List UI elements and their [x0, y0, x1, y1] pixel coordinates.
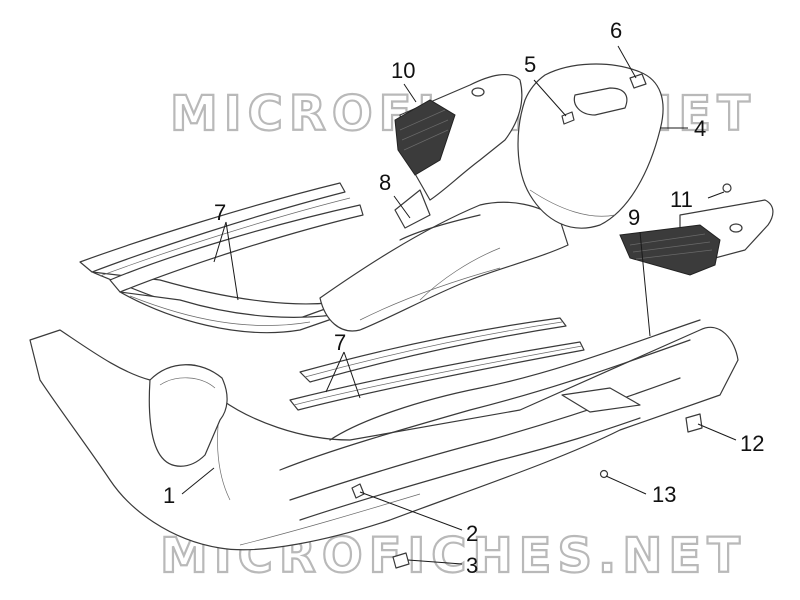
callout-7-center: 7: [334, 330, 346, 355]
part-11-screw: [722, 183, 732, 193]
callout-13: 13: [652, 482, 676, 507]
part-9-rear-step: [619, 199, 774, 276]
callout-5: 5: [524, 52, 536, 77]
callout-3: 3: [466, 553, 478, 578]
part-10-upper-cover: [394, 73, 523, 201]
callout-labels: 1 2 3 4 5 6 7 7 8 9 10 11 12 13: [163, 18, 764, 578]
callout-12: 12: [740, 431, 764, 456]
callout-8: 8: [379, 170, 391, 195]
part-13-screw: [599, 469, 609, 479]
callout-2: 2: [466, 521, 478, 546]
part-6-clip: [629, 73, 647, 89]
part-12-clip: [685, 413, 703, 433]
callout-4: 4: [694, 116, 706, 141]
part-7-left-strips: [79, 182, 364, 334]
callout-9: 9: [628, 205, 640, 230]
callout-7-left: 7: [214, 200, 226, 225]
part-7-center-strips: [289, 317, 585, 411]
callout-1: 1: [163, 483, 175, 508]
part-4-back-panel: [517, 63, 664, 229]
leg-shield-front: [148, 364, 228, 467]
callout-11: 11: [670, 187, 693, 212]
part-8-tunnel: [319, 189, 569, 332]
part-3-clip: [392, 552, 410, 569]
callout-10: 10: [391, 58, 415, 83]
leader-lines: [181, 45, 737, 565]
callout-6: 6: [610, 18, 622, 43]
